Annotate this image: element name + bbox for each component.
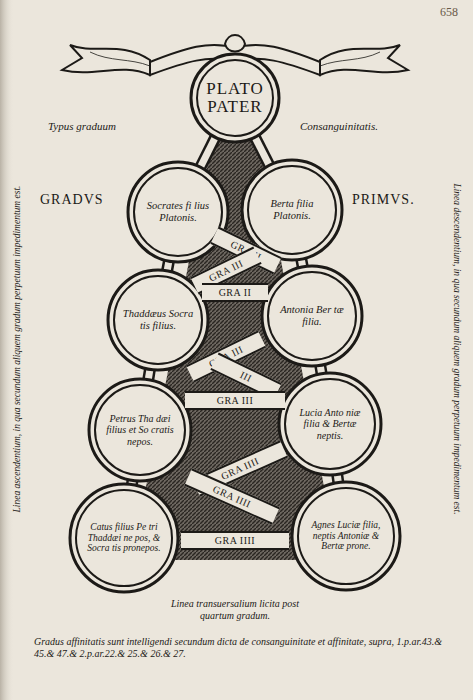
kin-name: Agnes Luciæ filia, neptis Antoniæ & Bert… — [308, 520, 384, 552]
footnote: Gradus affinitatis sunt intelligendi sec… — [34, 636, 449, 659]
circle-text: Catus filius Pe tri Thaddæi ne pos, & So… — [86, 500, 162, 576]
kin-name: Thaddæus Socra tis filius. — [123, 308, 194, 332]
kin-circle: Petrus Tha dæi filius et So cratis nepos… — [87, 377, 193, 483]
ancestor-name: PLATO PATER — [204, 80, 267, 116]
caption-note: Linea transuersalium licita post quartum… — [160, 598, 310, 621]
page-number: 658 — [440, 6, 470, 20]
circle-text: Antonia Ber tæ filia. — [277, 281, 348, 352]
kin-circle: Antonia Ber tæ filia. — [260, 264, 364, 368]
chain-link — [200, 136, 216, 168]
caption-note: Consanguinitatis. — [300, 120, 420, 133]
circle-text: Lucia Anto niæ filia & Bertæ neptis. — [294, 388, 366, 460]
circle-text: Petrus Tha dæi filius et So cratis nepos… — [104, 394, 176, 466]
degree-band: GRA II — [202, 283, 268, 302]
kin-circle: Agnes Luciæ filia, neptis Antoniæ & Bert… — [290, 480, 402, 592]
circle-text: Thaddæus Socra tis filius. — [123, 285, 194, 356]
circle-text: PLATO PATER — [204, 67, 267, 130]
kin-circle: Catus filius Pe tri Thaddæi ne pos, & So… — [68, 482, 180, 594]
degree-band: GRA IIII — [181, 531, 289, 550]
caption-note: PRIMVS. — [352, 192, 432, 208]
kin-circle: Lucia Anto niæ filia & Bertæ neptis. — [277, 371, 383, 477]
side-note: Linea ascendentium, in qua secundum aliq… — [12, 114, 22, 584]
kin-name: Berta filia Platonis. — [257, 198, 328, 222]
kin-name: Lucia Anto niæ filia & Bertæ neptis. — [294, 407, 366, 441]
kin-name: Catus filius Pe tri Thaddæi ne pos, & So… — [86, 522, 162, 554]
chain-link — [255, 136, 270, 166]
caption-note: Typus graduum — [48, 120, 148, 133]
kin-name: Socrates fi lius Platonis. — [143, 200, 214, 224]
caption-note: GRADVS — [40, 192, 120, 208]
kin-circle: Socrates fi lius Platonis. — [126, 160, 230, 264]
ancestor-circle: PLATO PATER — [189, 52, 281, 144]
side-note: Linea descendentium, in qua secundum ali… — [452, 114, 462, 584]
degree-band: GRA III — [185, 391, 285, 410]
circle-text: Berta filia Platonis. — [257, 175, 328, 246]
kin-name: Antonia Ber tæ filia. — [277, 304, 348, 328]
circle-text: Agnes Luciæ filia, neptis Antoniæ & Bert… — [308, 498, 384, 574]
circle-text: Socrates fi lius Platonis. — [143, 177, 214, 248]
kin-name: Petrus Tha dæi filius et So cratis nepos… — [104, 413, 176, 447]
